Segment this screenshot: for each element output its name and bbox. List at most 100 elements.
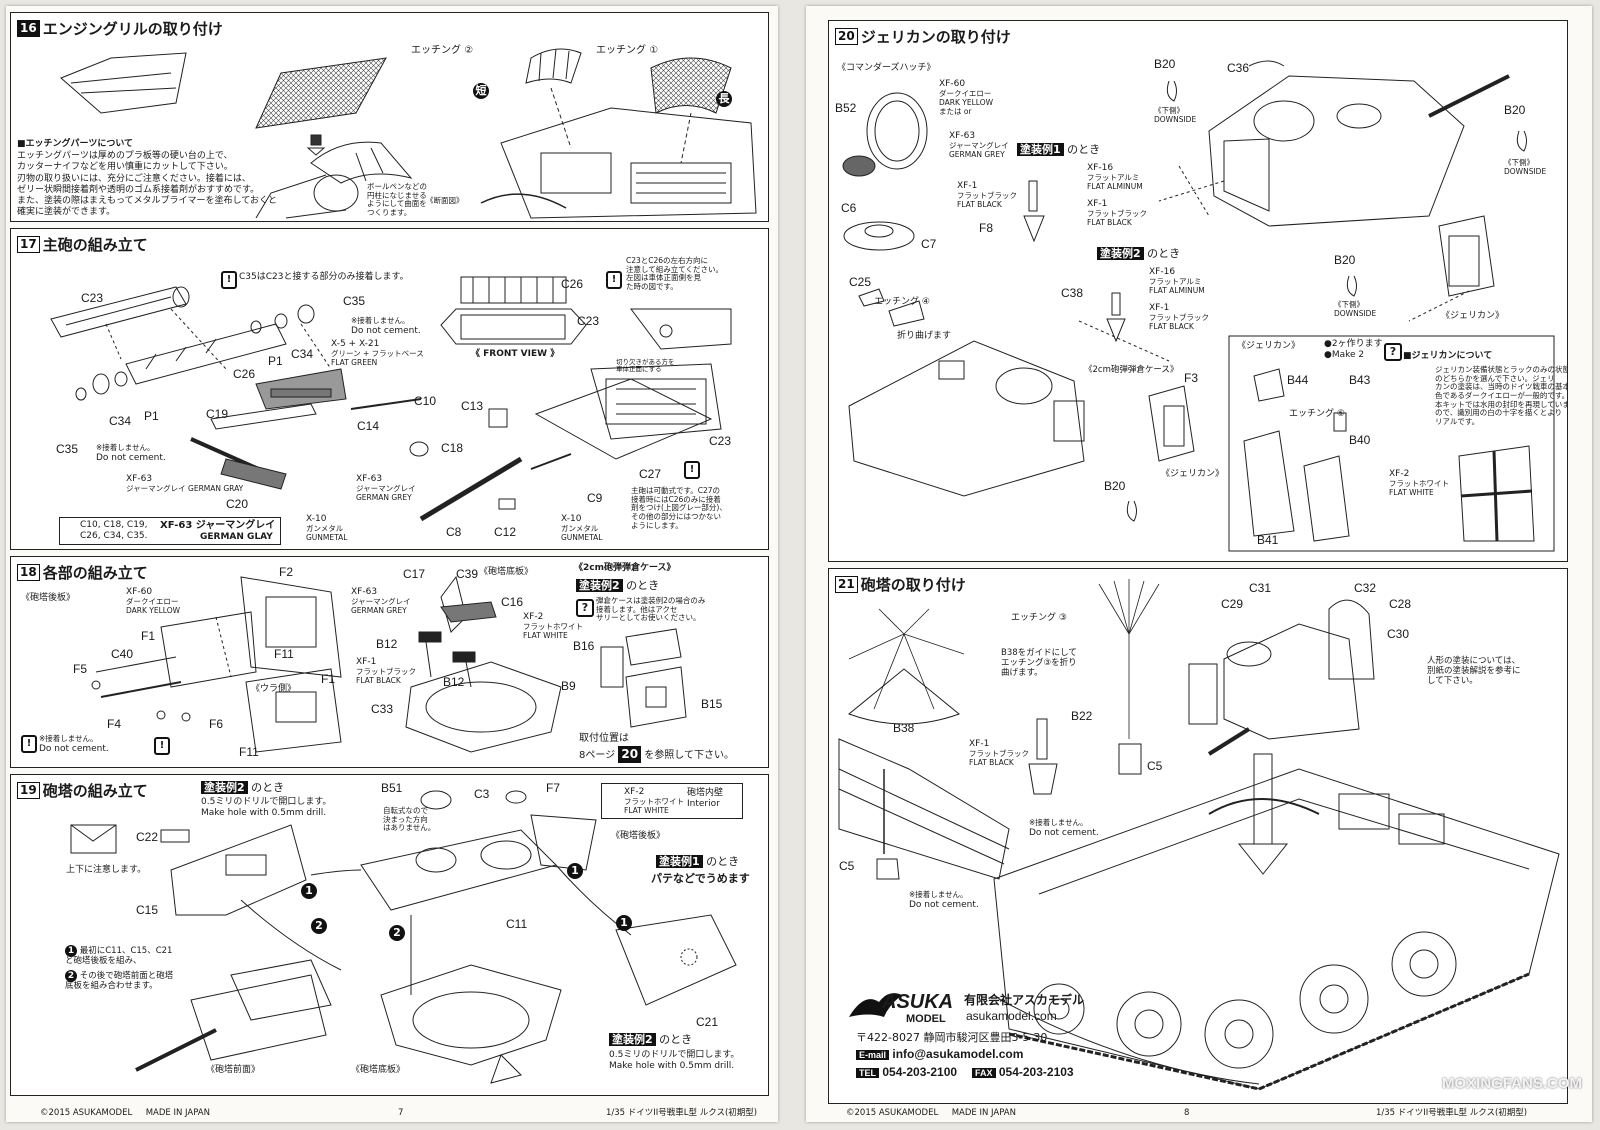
company-block: ASUKA MODEL 有限会社アスカモデル asukamodel.com 〒4… (844, 987, 1104, 1097)
part-label: B43 (1349, 373, 1371, 387)
part-label: F1 (321, 672, 336, 686)
part-label: P1 (268, 354, 283, 368)
brand-name: ASUKA (882, 991, 954, 1013)
movable-gun-note: 主砲は可動式です。C27の 接着時にはC26のみに接着 剤をつけ(上図グレー部分… (631, 486, 727, 530)
turret-parts-diagram (91, 575, 687, 753)
part-label: C35 (56, 442, 79, 456)
downside-b: 《下側》DOWNSIDE (1504, 158, 1547, 176)
no-cement-note: ※接着しません。Do not cement. (351, 316, 421, 336)
page-number: 8 (1184, 1108, 1190, 1118)
etching-6-label: エッチング ⑥ (1289, 409, 1345, 419)
part-label: C30 (1387, 627, 1410, 641)
part-label: C35 (343, 294, 366, 308)
part-label: F3 (1184, 371, 1199, 385)
part-label: C32 (1354, 581, 1377, 595)
assembly-order-note: 1 最初にC11、C15、C21と砲塔後板を組み、 2 その後で砲塔前面と砲塔底… (65, 945, 174, 991)
part-label: C38 (1061, 286, 1084, 300)
jerrican-label-a: 《ジェリカン》 (1161, 469, 1225, 479)
cutout-note: 切り欠きがある方を 車体正面にする (616, 358, 675, 374)
jerrican-detail-title: 《ジェリカン》 (1237, 341, 1301, 351)
part-label: B12 (376, 637, 398, 651)
front-view-label: 《 FRONT VIEW 》 (471, 349, 560, 359)
scheme-2-bottom: 塗装例2 のとき (609, 1033, 692, 1047)
make-two-note: ●2ヶ作ります●Make 2 (1324, 339, 1383, 361)
part-label: C16 (501, 595, 524, 609)
part-label: C26 (233, 367, 256, 381)
watermark: MOXINGFANS.COM (1441, 1075, 1582, 1092)
main-gun-diagram (50, 276, 732, 522)
part-label: C17 (403, 567, 426, 581)
part-label: C8 (446, 525, 462, 539)
part-label: B38 (893, 721, 915, 735)
company-email: E-mail info@asukamodel.com (856, 1047, 1023, 1061)
long-badge: 長 (716, 91, 732, 107)
part-label: C15 (136, 903, 159, 917)
caution-icon: ! (221, 271, 237, 289)
part-label: C13 (461, 399, 484, 413)
part-label: C25 (849, 275, 872, 289)
part-label: C11 (506, 917, 528, 931)
part-label: B44 (1287, 373, 1309, 387)
part-label: F11 (239, 745, 259, 759)
figure-paint-note: 人形の塗装については、 別紙の塗装解説を参考に して下さい。 (1427, 656, 1521, 686)
turret-assembly-diagram (70, 790, 737, 1084)
part-label: B20 (1154, 57, 1176, 71)
part-label: C28 (1389, 597, 1412, 611)
part-label: C31 (1249, 581, 1272, 595)
company-tel: TEL 054-203-2100 (856, 1065, 957, 1079)
up-down-note: 上下に注意します。 (66, 865, 147, 875)
rear-plate-label: 《砲塔後板》 (21, 593, 76, 603)
front-plate-label: 《砲塔前面》 (206, 1065, 261, 1075)
caution-icon: ! (21, 735, 37, 753)
inner-side-label: 《ウラ側》 (251, 684, 297, 694)
part-label: F6 (209, 717, 224, 731)
self-rotation-note: 自転式なので 決まった方向 はありません。 (383, 806, 436, 833)
case-label: 《2cm砲弾弾倉ケース》 (1084, 365, 1179, 375)
part-label: B16 (573, 639, 595, 653)
downside-a: 《下側》DOWNSIDE (1154, 106, 1197, 124)
scheme-2-top: 塗装例2 のとき (201, 781, 284, 795)
step-marker-2: 2 (311, 918, 327, 934)
part-label: C39 (456, 567, 479, 581)
no-cement-note-a: ※接着しません。Do not cement. (1029, 818, 1099, 838)
no-cement-note-2: ※接着しません。Do not cement. (96, 443, 166, 463)
etch-parts-text: エッチングパーツは厚めのプラ板等の硬い台の上で、 カッターナイフなどを用い慎重に… (17, 151, 278, 218)
part-label: C3 (474, 787, 490, 801)
bend-note: 折り曲げます (897, 331, 952, 341)
part-label: F11 (274, 647, 294, 661)
etch-parts-heading: ■エッチングパーツについて (17, 139, 134, 149)
step-marker-1: 1 (301, 883, 317, 899)
caution-icon-2: ! (154, 737, 170, 755)
part-label: B9 (561, 679, 576, 693)
turret-floor-label: 《砲塔底板》 (479, 567, 534, 577)
part-label: B15 (701, 697, 723, 711)
part-label: B51 (381, 781, 403, 795)
part-label: C20 (226, 497, 249, 511)
part-label: F1 (141, 629, 156, 643)
pen-bending-note: ボールペンなどの 円柱になじませる ようにして曲面を つくります。 (367, 182, 427, 217)
part-label: C29 (1221, 597, 1244, 611)
footer-product: 1/35 ドイツII号戦車L型 ルクス(初期型) (1376, 1108, 1528, 1118)
company-name-jp: 有限会社アスカモデル (964, 993, 1085, 1007)
scheme-1-label: 塗装例1 のとき (656, 855, 739, 869)
caution-icon-2: ! (606, 271, 622, 289)
part-label: C5 (1147, 759, 1163, 773)
putty-note: パテなどでうめます (651, 872, 750, 885)
part-label: C23 (709, 434, 732, 448)
part-label: C7 (921, 237, 937, 251)
